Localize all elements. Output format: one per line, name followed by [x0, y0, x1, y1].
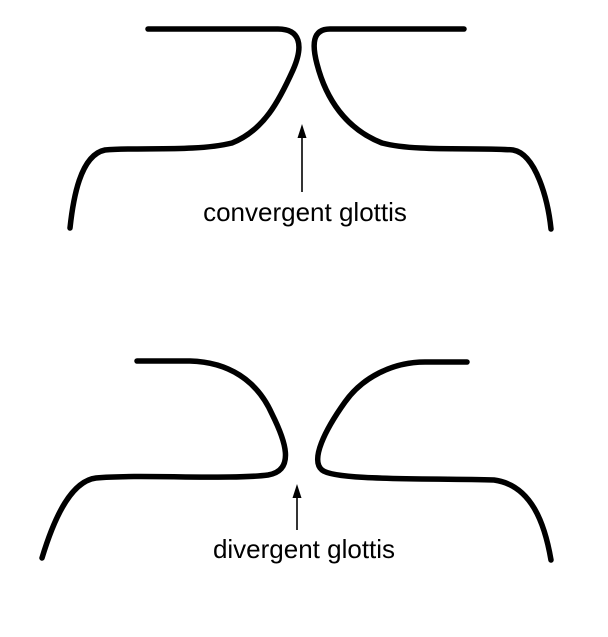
divergent-glottis-label: divergent glottis: [213, 534, 395, 564]
convergent-glottis-panel: convergent glottis: [67, 26, 554, 232]
right-vocal-fold-divergent: [315, 359, 554, 563]
divergent-glottis-panel: divergent glottis: [39, 358, 554, 564]
convergent-glottis-label: convergent glottis: [203, 197, 407, 227]
right-vocal-fold-convergent: [311, 26, 554, 232]
left-vocal-fold-convergent: [67, 26, 302, 231]
convergent-arrow: [297, 124, 307, 192]
divergent-arrow: [292, 484, 302, 530]
left-vocal-fold-divergent: [39, 358, 289, 561]
divergent-arrowhead: [292, 484, 302, 498]
convergent-arrowhead: [297, 124, 307, 138]
